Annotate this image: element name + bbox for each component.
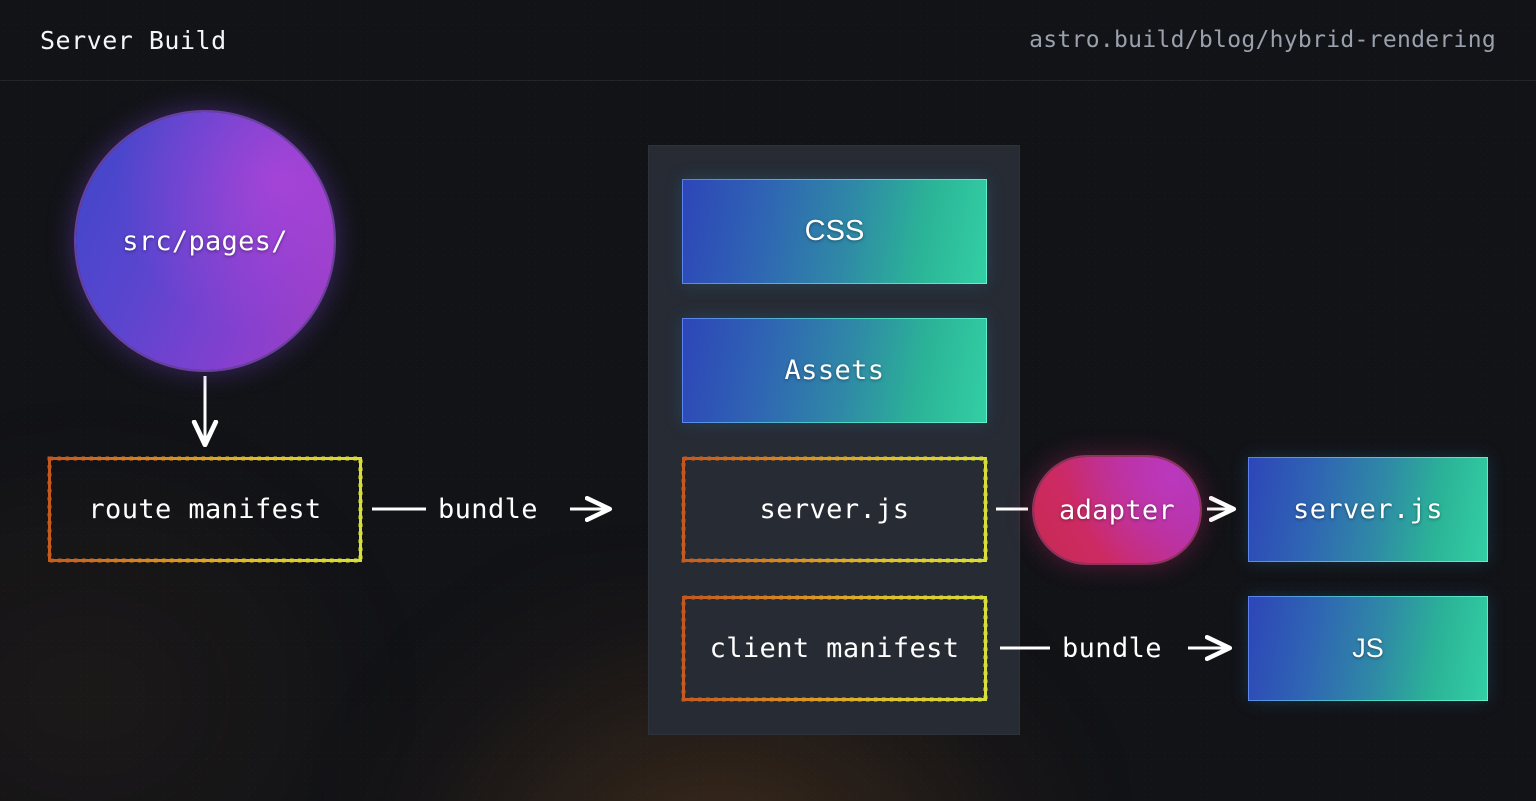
node-js[interactable]: JS [1248,596,1488,701]
node-assets-label: Assets [784,355,885,386]
node-server-js-in[interactable]: server.js [682,457,987,562]
node-client-manifest[interactable]: client manifest [682,596,987,701]
node-src-pages[interactable]: src/pages/ [76,112,334,370]
node-server-js-out-label: server.js [1293,494,1443,525]
node-css-label: CSS [804,215,865,247]
edge-label-bundle-top: bundle [438,494,538,525]
node-server-js-out[interactable]: server.js [1248,457,1488,562]
node-src-pages-label: src/pages/ [122,225,288,257]
header-bar: Server Build astro.build/blog/hybrid-ren… [0,0,1536,81]
node-route-manifest-label: route manifest [88,494,322,525]
node-js-label: JS [1352,633,1384,663]
edge-label-bundle-bottom: bundle [1062,633,1162,664]
node-assets[interactable]: Assets [682,318,987,423]
node-route-manifest[interactable]: route manifest [48,457,362,562]
node-adapter-label: adapter [1059,494,1175,526]
node-adapter[interactable]: adapter [1034,457,1200,563]
node-css[interactable]: CSS [682,179,987,284]
node-client-manifest-label: client manifest [709,633,960,664]
page-title: Server Build [40,25,227,55]
node-server-js-in-label: server.js [759,494,910,525]
source-url: astro.build/blog/hybrid-rendering [1029,27,1496,53]
